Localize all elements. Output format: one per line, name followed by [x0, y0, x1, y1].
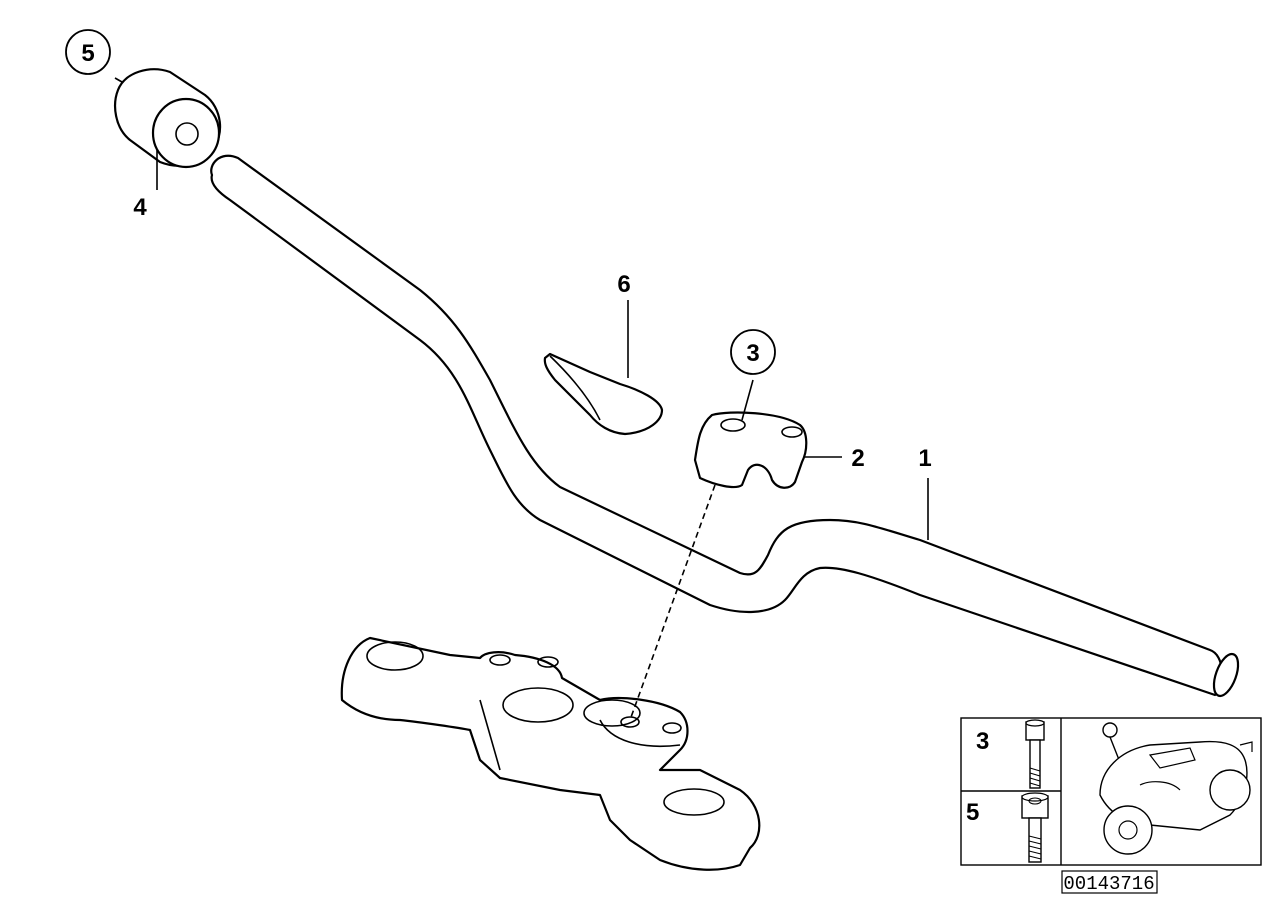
- reference-number: 00143716: [1063, 873, 1154, 895]
- callout-2: 2: [851, 445, 864, 472]
- reference-number-box: 00143716: [1061, 870, 1158, 895]
- callout-circle-3: [730, 329, 776, 375]
- callout-1: 1: [918, 445, 931, 472]
- bar-end-weight: [114, 68, 222, 169]
- screw-icon: [1025, 719, 1045, 789]
- callout-4: 4: [133, 194, 147, 221]
- motorcycle-icon: [1099, 722, 1253, 855]
- legend-label-top: 3: [976, 728, 989, 755]
- callout-3: 3: [746, 340, 759, 367]
- handlebar-tube: [210, 154, 1240, 698]
- legend-box: 3 5: [960, 717, 1262, 866]
- callout-6: 6: [617, 271, 630, 298]
- leader-lines: [114, 77, 929, 721]
- bolt-icon: [1021, 792, 1049, 863]
- cable-clip: [543, 352, 664, 436]
- fork-bridge: [340, 636, 761, 871]
- callout-5: 5: [81, 40, 94, 67]
- callout-circle-5: [65, 29, 111, 75]
- legend-label-bottom: 5: [966, 799, 979, 826]
- clamp: [693, 411, 808, 489]
